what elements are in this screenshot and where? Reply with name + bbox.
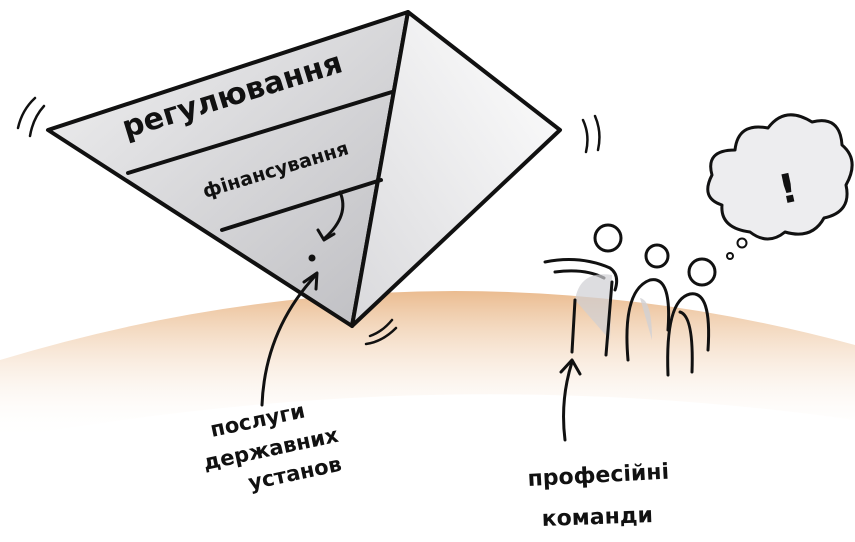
people-icon <box>543 223 717 377</box>
ground-hill-icon <box>0 291 855 440</box>
teams-arrow-icon <box>559 358 582 442</box>
caption-teams-line-2: команди <box>541 503 653 532</box>
services-arrow-icon <box>260 271 319 407</box>
thought-bubble-icon: ! <box>706 113 854 260</box>
pyramid-layer-divider-1 <box>126 90 394 175</box>
arrow-icon <box>308 190 345 262</box>
pyramid-icon <box>16 10 601 346</box>
pyramid-layer-divider-2 <box>220 178 383 232</box>
caption-teams-line-1: професійні <box>527 460 670 492</box>
